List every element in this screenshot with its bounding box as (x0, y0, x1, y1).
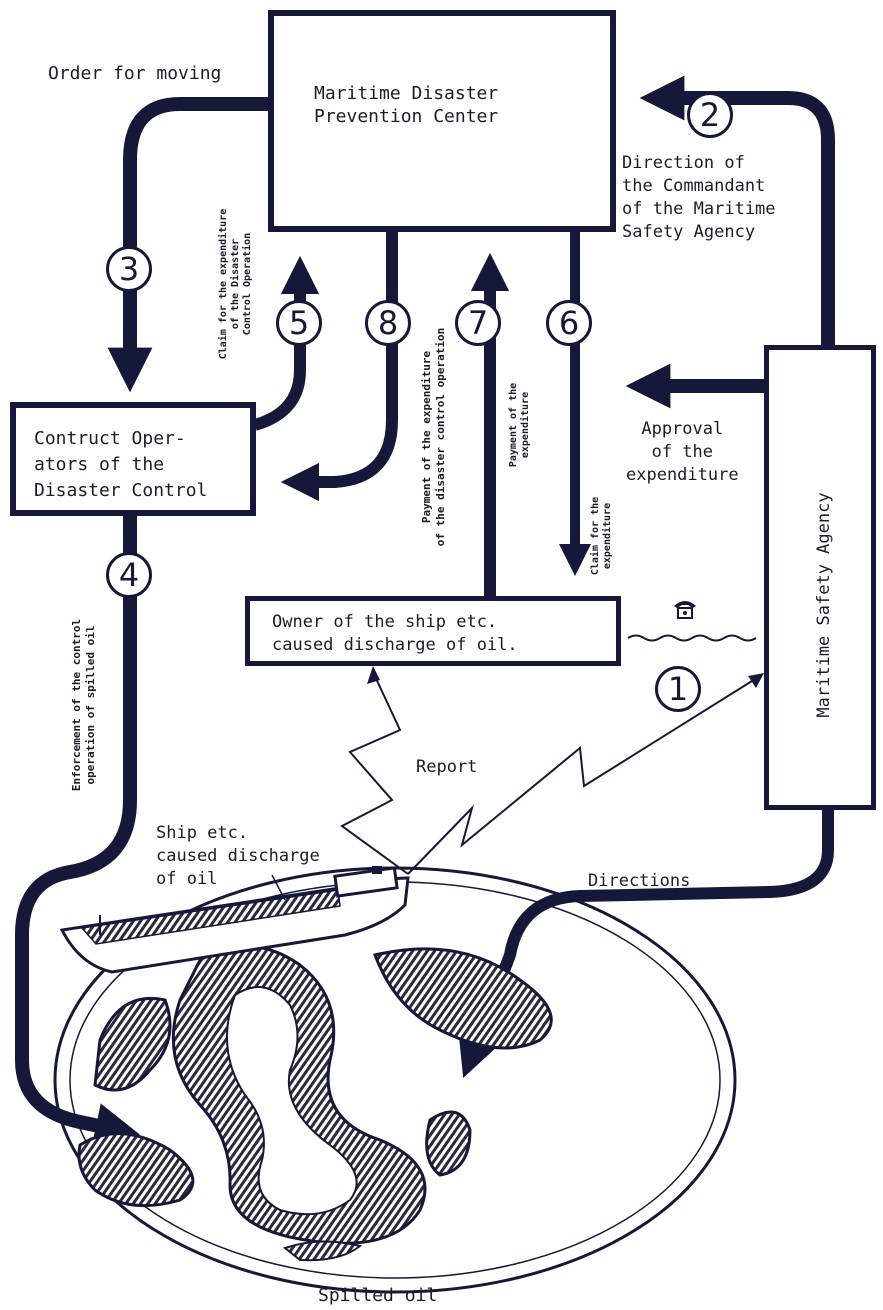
arrow-enforcement-to-spill (15, 516, 140, 1148)
label-approval-expenditure: Approval of the expenditure (626, 419, 739, 485)
label-spilled-oil: Spilled oil (318, 1285, 438, 1306)
node-ship-owner: Owner of the ship etc. caused discharge … (245, 596, 621, 666)
oil-slick-bottom-left (77, 1132, 195, 1208)
report-line-to-owner (340, 671, 409, 875)
oil-slick-near-arrow (425, 1110, 472, 1177)
step-7-circle: 7 (455, 300, 501, 346)
ship-drawing (59, 866, 410, 974)
step-1-circle: 1 (655, 666, 701, 712)
oil-slick-inner (226, 986, 358, 1216)
label-ship-caused-discharge: Ship etc. caused discharge of oil (156, 823, 320, 889)
step-4-circle: 4 (106, 552, 152, 598)
arrow-directions-to-spill (458, 810, 834, 1078)
node-owner-label: Owner of the ship etc. caused discharge … (272, 612, 518, 655)
label-claim-owner: Claim for the expenditure (590, 496, 613, 576)
step-6-circle: 6 (546, 300, 592, 346)
node-maritime-disaster-prevention-center: Maritime Disaster Prevention Center (268, 10, 616, 232)
oil-slick-right (372, 947, 553, 1050)
oil-slick-bottom (282, 1240, 363, 1262)
oil-slick-left (93, 996, 172, 1092)
label-payment-owner: Payment of the expenditure (508, 382, 531, 468)
label-direction-commandant: Direction of the Commandant of the Marit… (622, 153, 776, 242)
label-payment-contractors: Payment of the expenditure of the disast… (420, 327, 447, 547)
label-order-for-moving: Order for moving (48, 63, 222, 84)
step-2-circle: 2 (687, 92, 733, 138)
step-5-circle: 5 (276, 300, 322, 346)
telephone-icon (674, 601, 696, 619)
label-directions: Directions (588, 871, 691, 891)
node-center-label: Maritime Disaster Prevention Center (314, 83, 499, 127)
step-3-circle: 3 (106, 246, 152, 292)
node-contract-operators: Contruct Oper- ators of the Disaster Con… (10, 402, 256, 516)
node-agency-label: Maritime Safety Agency (814, 492, 834, 718)
arrow-order-center-to-contractors (107, 97, 268, 393)
phone-wave-line (627, 634, 757, 642)
step-8-circle: 8 (365, 300, 411, 346)
label-enforcement: Enforcement of the control operation of … (70, 618, 97, 792)
report-line-to-agency (407, 675, 761, 875)
report-arrowhead-owner (367, 666, 380, 684)
arrow-direction-agency-to-center (639, 75, 835, 345)
arrow-claim-contractors-to-center (253, 255, 320, 431)
node-maritime-safety-agency: Maritime Safety Agency (764, 345, 876, 810)
report-arrowhead-agency (748, 673, 764, 688)
label-claim-center: Claim for the expenditure of the Disaste… (218, 208, 253, 360)
node-contractors-label: Contruct Oper- ators of the Disaster Con… (34, 428, 208, 501)
label-report: Report (416, 757, 478, 777)
arrow-payment-center-to-contractors (280, 232, 398, 502)
